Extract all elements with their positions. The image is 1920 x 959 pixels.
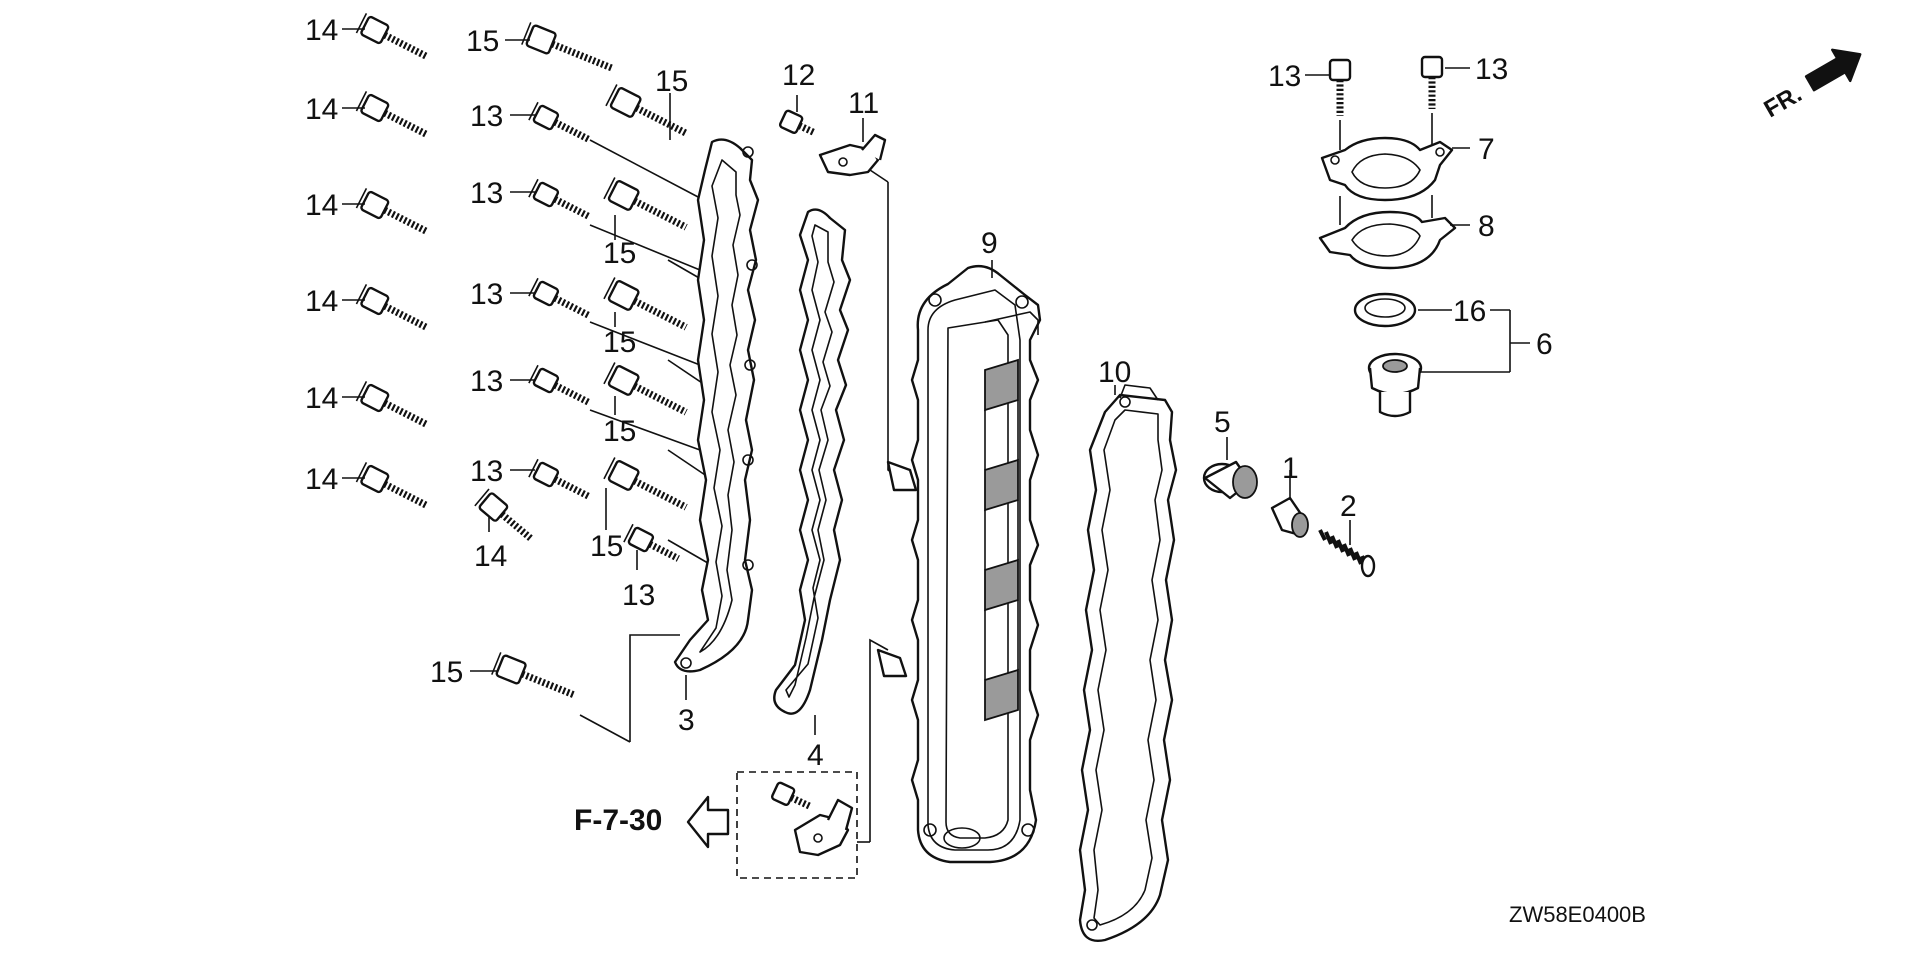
bolt-14-group [355,13,534,542]
callout-13-a: 13 [470,100,503,133]
callout-14-d: 14 [305,285,338,318]
callout-7: 7 [1478,133,1495,166]
callout-9: 9 [981,227,998,260]
bracket-detail-box [736,638,889,879]
drawing-code: ZW58E0400B [1509,902,1646,927]
seal-gasket-4 [773,208,852,715]
bolt-leader-lines [579,139,721,743]
callout-13-c: 13 [470,278,503,311]
callout-14-g: 14 [474,540,507,573]
valve-1 [1270,496,1309,538]
callout-14-a: 14 [305,14,338,47]
callout-4: 4 [807,739,824,772]
callout-15-b: 15 [655,65,688,98]
reference-label: F-7-30 [574,804,662,837]
callout-15-d: 15 [603,326,636,359]
cover-gasket-10 [1078,384,1178,942]
front-arrow-icon [1804,48,1862,92]
front-label: FR. [1760,80,1807,123]
front-direction-marker: FR. [1760,48,1862,123]
callout-13-e: 13 [470,455,503,488]
bolt-13-right-group [1328,55,1444,150]
gasket-plate-3 [673,138,760,673]
grommet-5 [1202,460,1258,500]
callouts-15: 15 15 15 15 15 15 15 [430,25,688,689]
callout-15-f: 15 [590,530,623,563]
callout-15-g: 15 [430,656,463,689]
callout-16: 16 [1453,295,1486,328]
reference-f-7-30: F-7-30 [574,795,730,849]
callout-2: 2 [1340,490,1357,523]
callout-6: 6 [1536,328,1553,361]
callout-8: 8 [1478,210,1495,243]
callout-13-f: 13 [622,579,655,612]
callout-12: 12 [782,59,815,92]
bolt-13-group [528,101,680,562]
callout-3: 3 [678,704,695,737]
bolt-15-group [491,22,688,699]
callout-14-e: 14 [305,382,338,415]
callout-15-a: 15 [466,25,499,58]
cover-9 [876,264,1042,864]
callout-14-f: 14 [305,463,338,496]
callout-10: 10 [1098,356,1131,389]
callout-13-h: 13 [1475,53,1508,86]
callouts-14: 14 14 14 14 14 14 14 [305,14,507,573]
callout-1: 1 [1282,452,1299,485]
callout-5: 5 [1214,406,1231,439]
thermostat-cover-7 [1320,136,1454,202]
callout-11: 11 [848,87,879,120]
thermostat-6 [1367,352,1423,418]
spring-2 [1318,529,1376,578]
callout-13-g: 13 [1268,60,1301,93]
callout-13-b: 13 [470,177,503,210]
callout-14-b: 14 [305,93,338,126]
callout-13-d: 13 [470,365,503,398]
bolt-12 [778,109,816,136]
cover-gasket-8 [1318,195,1457,270]
reference-arrow-icon [686,795,730,849]
callout-14-c: 14 [305,189,338,222]
callouts-13-left: 13 13 13 13 13 13 [470,100,655,612]
seal-ring-16 [1353,292,1417,328]
